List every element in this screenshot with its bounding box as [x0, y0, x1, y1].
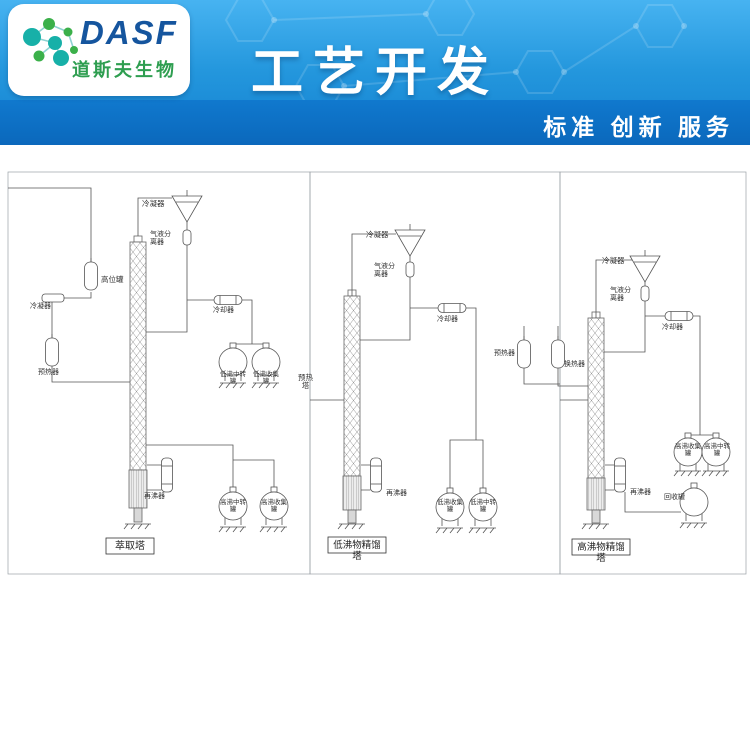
label-separator-3: 气液分离器 — [610, 287, 631, 302]
label-cooler-2: 冷却器 — [437, 316, 458, 323]
label-head-tank: 高位罐 — [101, 275, 124, 284]
extraction-column — [128, 235, 148, 523]
label-separator-1: 气液分离器 — [150, 231, 171, 246]
label-reboiler-2: 再沸器 — [386, 490, 407, 497]
label-reboiler-1: 再沸器 — [144, 493, 165, 500]
cooler-1-shape — [213, 295, 243, 305]
ground-symbols — [123, 382, 730, 534]
heat-exchanger-shape — [551, 335, 565, 369]
label-aux-condenser: 冷凝器 — [30, 303, 51, 310]
molecule-icon — [23, 18, 78, 66]
label-highboil-transfer-tank-3: 高沸中转罐 — [704, 443, 730, 458]
preheater-1-shape — [45, 333, 59, 367]
label-cooler-3: 冷却器 — [662, 324, 683, 331]
label-reboiler-3: 再沸器 — [630, 489, 651, 496]
company-logo: DASF 道斯夫生物 — [8, 4, 190, 96]
separator-2-shape — [405, 261, 415, 278]
label-highboil-collect-tank-1: 高沸收集罐 — [261, 499, 287, 514]
condenser-3-shape — [629, 249, 661, 283]
condenser-1-shape — [171, 189, 203, 223]
aux-condenser-1 — [41, 293, 65, 303]
piping-section-3 — [557, 259, 717, 513]
molecular-pattern — [93, 0, 687, 100]
label-recovery-tank: 回收罐 — [664, 494, 685, 501]
section-label-boxes — [105, 536, 631, 556]
label-heat-exchanger: 换热器 — [564, 361, 585, 368]
cooler-3-shape — [664, 311, 694, 321]
label-preheat-tower: 预热塔 — [298, 373, 313, 391]
company-name: 道斯夫生物 — [72, 60, 177, 80]
label-cooler-1: 冷却器 — [213, 307, 234, 314]
brand-name: DASF — [80, 14, 178, 51]
tagline: 标准 创新 服务 — [543, 114, 734, 140]
separator-1-shape — [182, 229, 192, 246]
head-tank-shape — [84, 257, 98, 291]
sub-banner: 标准 创新 服务 — [0, 100, 750, 145]
label-lowboil-transfer-tank-1: 低沸中转罐 — [220, 371, 246, 386]
page-title: 工艺开发 — [250, 44, 499, 102]
label-lowboil-collect-tank-1: 低沸收集罐 — [253, 371, 279, 386]
separator-3-shape — [640, 285, 650, 302]
label-lowboil-transfer-tank-2: 低沸中转罐 — [470, 499, 496, 514]
label-preheater-2: 预热器 — [494, 350, 515, 357]
label-highboil-collect-tank-3: 高沸收集罐 — [675, 443, 701, 458]
lowboiler-column — [342, 289, 362, 524]
diagram-borders — [7, 171, 747, 575]
piping-section-2 — [310, 233, 560, 493]
highboiler-column — [586, 311, 606, 524]
cooler-2-shape — [437, 303, 467, 313]
label-lowboil-collect-tank-2: 低沸收集罐 — [437, 499, 463, 514]
label-condenser-2: 冷凝器 — [366, 230, 389, 239]
section-label-highboiler-tower: 高沸物精馏塔 — [577, 542, 625, 565]
section-label-lowboiler-tower: 低沸物精馏塔 — [333, 540, 381, 563]
label-preheater-1: 预热器 — [38, 369, 59, 376]
label-condenser-1: 冷凝器 — [142, 199, 165, 208]
label-condenser-3: 冷凝器 — [602, 256, 625, 265]
label-highboil-transfer-tank-1: 高沸中转罐 — [220, 499, 246, 514]
condenser-2-shape — [394, 223, 426, 257]
label-separator-2: 气液分离器 — [374, 263, 395, 278]
section-label-extraction-tower: 萃取塔 — [115, 541, 145, 552]
